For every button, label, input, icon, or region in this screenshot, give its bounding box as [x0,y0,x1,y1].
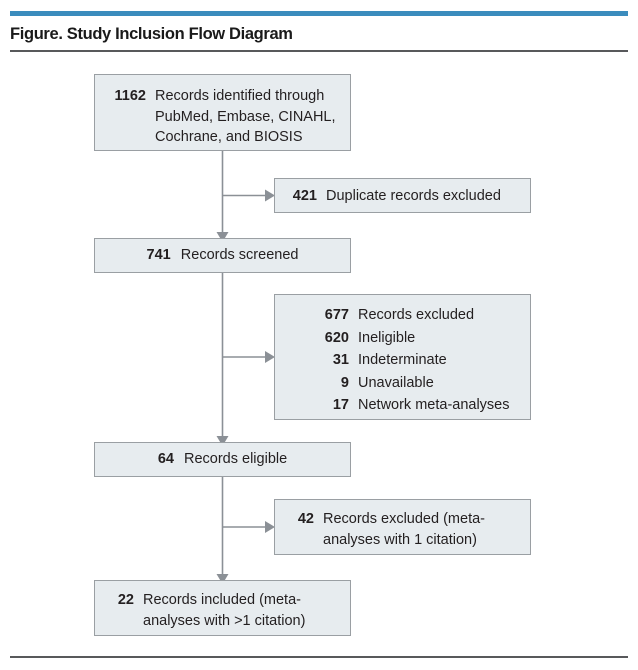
accent-bar [10,11,628,16]
node-records-excluded-meta-count: 42 [297,511,314,527]
exclusion-reason-row: 9 Unavailable [285,372,520,395]
exclusion-reason-row: 31 Indeterminate [285,349,520,372]
exclusion-reason-count: 31 [332,352,349,368]
flow-diagram: 1162 Records identified through PubMed, … [0,56,638,652]
node-records-included-count: 22 [117,592,134,608]
exclusion-reason-count: 9 [340,374,349,391]
exclusion-reason-label: Indeterminate [358,352,447,368]
node-records-screened-count: 741 [146,247,171,263]
node-records-included: 22 Records included (meta-analyses with … [94,580,351,636]
node-records-excluded-total-row: 677 Records excluded [285,304,520,327]
exclusion-reason-label: Unavailable [358,374,434,391]
node-records-excluded-meta: 42 Records excluded (meta-analyses with … [274,499,531,555]
node-records-identified-count: 1162 [114,88,146,104]
node-records-screened-label: Records screened [180,247,299,263]
exclusion-reason-count: 620 [324,329,349,346]
node-records-identified-label: Records identified through PubMed, Embas… [155,88,336,145]
exclusion-reason-label: Ineligible [358,329,416,346]
node-records-eligible: 64 Records eligible [94,442,351,477]
node-duplicate-records-excluded-count: 421 [292,188,317,204]
node-records-excluded: 677 Records excluded 620 Ineligible 31 I… [274,294,531,420]
node-records-excluded-meta-label: Records excluded (meta-analyses with 1 c… [323,511,485,548]
exclusion-reason-count: 17 [332,397,349,413]
node-records-excluded-count: 677 [324,307,349,323]
node-duplicate-records-excluded-label: Duplicate records excluded [326,188,501,204]
node-records-excluded-label: Records excluded [358,307,475,323]
node-records-included-label: Records included (meta-analyses with >1 … [143,592,306,629]
figure-title: Figure. Study Inclusion Flow Diagram [10,25,293,43]
node-records-eligible-count: 64 [157,451,174,467]
node-records-eligible-label: Records eligible [184,451,288,467]
node-records-screened: 741 Records screened [94,238,351,273]
node-duplicate-records-excluded: 421 Duplicate records excluded [274,178,531,213]
footer-divider [10,656,628,658]
exclusion-reason-row: 17 Network meta-analyses [285,394,520,417]
node-records-identified: 1162 Records identified through PubMed, … [94,74,351,151]
exclusion-reason-label: Network meta-analyses [358,397,510,413]
exclusion-reason-row: 620 Ineligible [285,327,520,350]
title-divider [10,50,628,52]
